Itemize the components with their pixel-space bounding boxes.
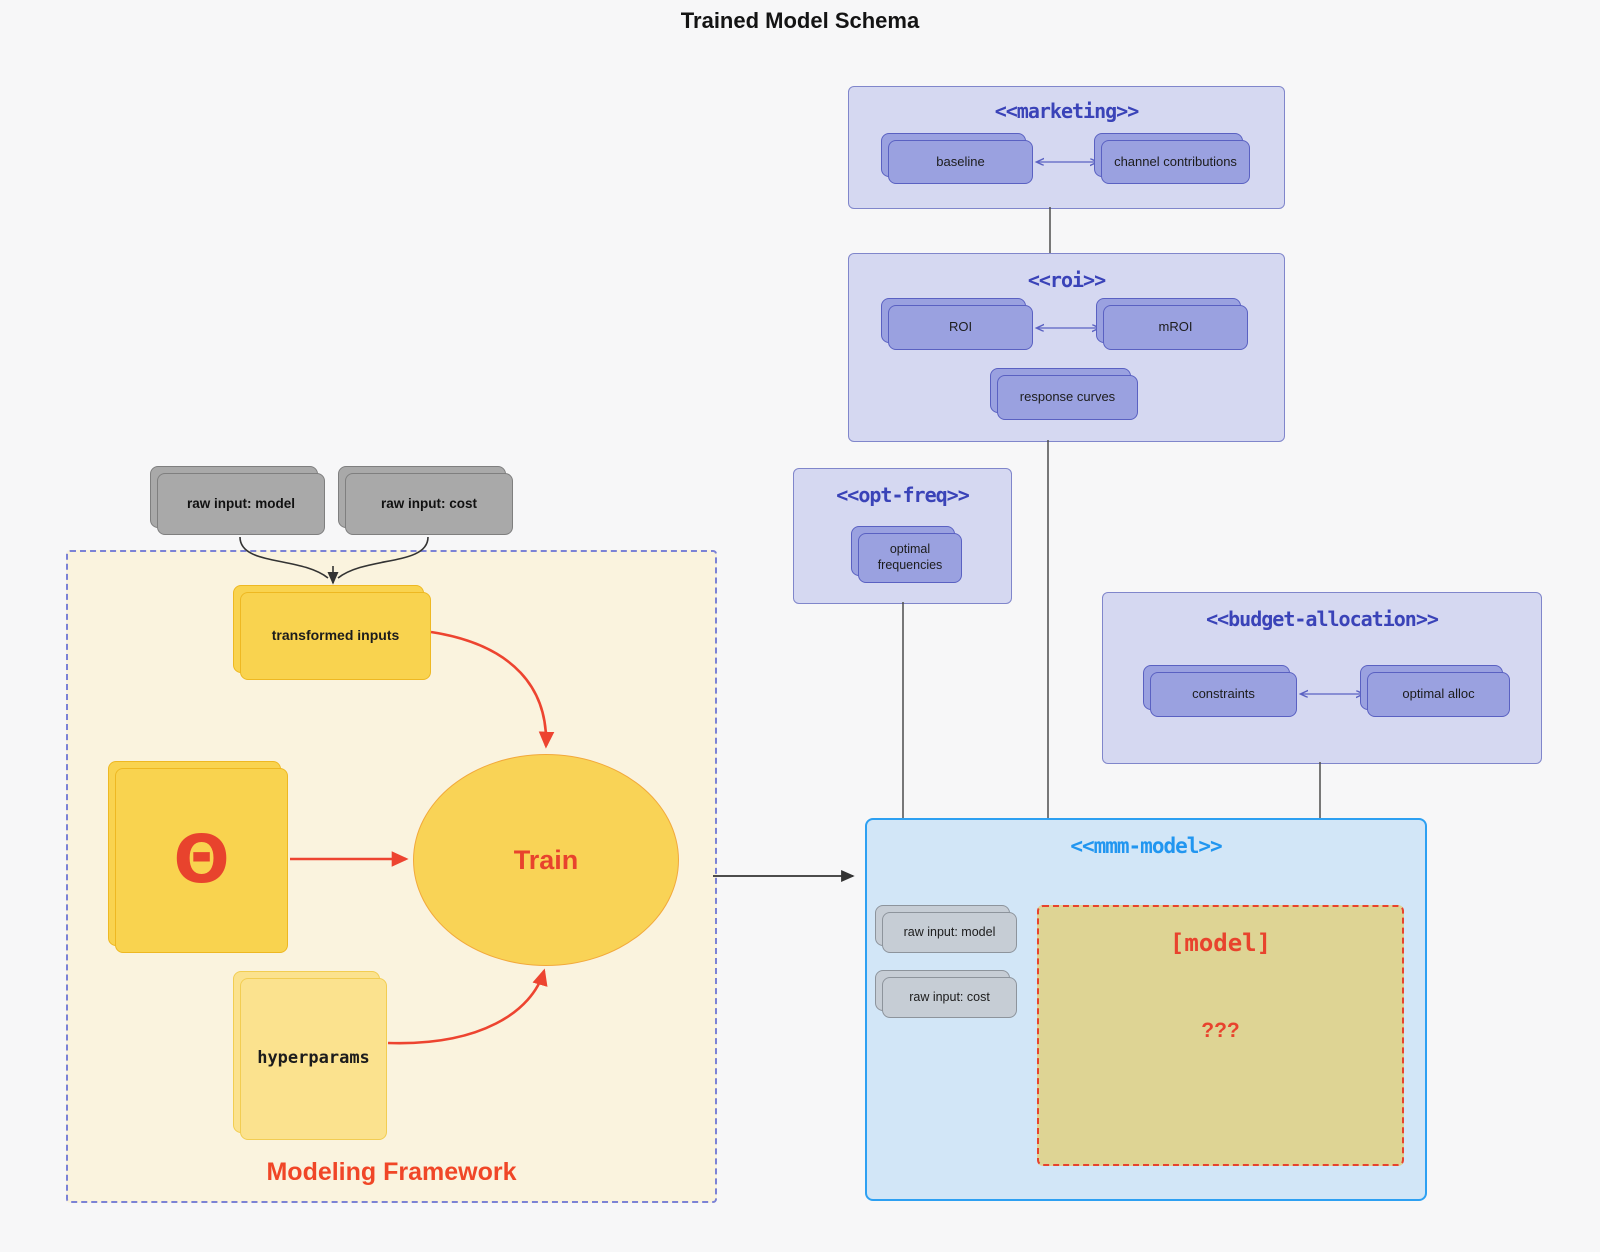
raw-input-cost-node-label: raw input: cost bbox=[345, 473, 513, 535]
channel-contributions-node-label: channel contributions bbox=[1101, 140, 1250, 184]
model-unknown-label: ??? bbox=[1201, 1019, 1240, 1042]
raw-input-model-node-label: raw input: model bbox=[157, 473, 325, 535]
transformed-inputs-node-label: transformed inputs bbox=[240, 592, 431, 680]
baseline-node: baseline bbox=[881, 133, 1033, 184]
page-title: Trained Model Schema bbox=[680, 8, 920, 33]
roi-node: ROI bbox=[881, 298, 1033, 350]
opt-freq-title: <<opt-freq>> bbox=[836, 483, 970, 507]
mroi-node-label: mROI bbox=[1103, 305, 1248, 350]
train-ellipse: Train bbox=[413, 754, 679, 966]
baseline-node-label: baseline bbox=[888, 140, 1033, 184]
optimal-frequencies-node-label: optimal frequencies bbox=[858, 533, 962, 583]
hyperparams-node-label: hyperparams bbox=[240, 978, 387, 1140]
model-placeholder-label: [model] bbox=[1169, 929, 1272, 957]
theta-node-label: Θ bbox=[115, 768, 288, 953]
raw-input-cost-node: raw input: cost bbox=[338, 466, 513, 535]
hyperparams-node: hyperparams bbox=[233, 971, 387, 1140]
raw-input-model-node: raw input: model bbox=[150, 466, 325, 535]
mmm-raw-input-cost-node-label: raw input: cost bbox=[882, 977, 1017, 1018]
mmm-raw-input-cost-node: raw input: cost bbox=[875, 970, 1017, 1018]
response-curves-node: response curves bbox=[990, 368, 1138, 420]
roi-title: <<roi>> bbox=[1027, 268, 1106, 292]
mmm-model-title: <<mmm-model>> bbox=[1070, 834, 1222, 858]
mmm-raw-input-model-node: raw input: model bbox=[875, 905, 1017, 953]
optimal-alloc-node-label: optimal alloc bbox=[1367, 672, 1510, 717]
response-curves-node-label: response curves bbox=[997, 375, 1138, 420]
modeling-framework-label: Modeling Framework bbox=[266, 1158, 517, 1186]
budget-allocation-title: <<budget-allocation>> bbox=[1206, 607, 1439, 631]
constraints-node: constraints bbox=[1143, 665, 1297, 717]
theta-node: Θ bbox=[108, 761, 288, 953]
mmm-raw-input-model-node-label: raw input: model bbox=[882, 912, 1017, 953]
transformed-inputs-node: transformed inputs bbox=[233, 585, 431, 680]
model-placeholder-box: [model] ??? bbox=[1037, 905, 1404, 1166]
mroi-node: mROI bbox=[1096, 298, 1248, 350]
optimal-alloc-node: optimal alloc bbox=[1360, 665, 1510, 717]
roi-node-label: ROI bbox=[888, 305, 1033, 350]
train-label: Train bbox=[513, 844, 579, 875]
constraints-node-label: constraints bbox=[1150, 672, 1297, 717]
marketing-title: <<marketing>> bbox=[994, 99, 1140, 123]
channel-contributions-node: channel contributions bbox=[1094, 133, 1250, 184]
optimal-frequencies-node: optimal frequencies bbox=[851, 526, 962, 583]
